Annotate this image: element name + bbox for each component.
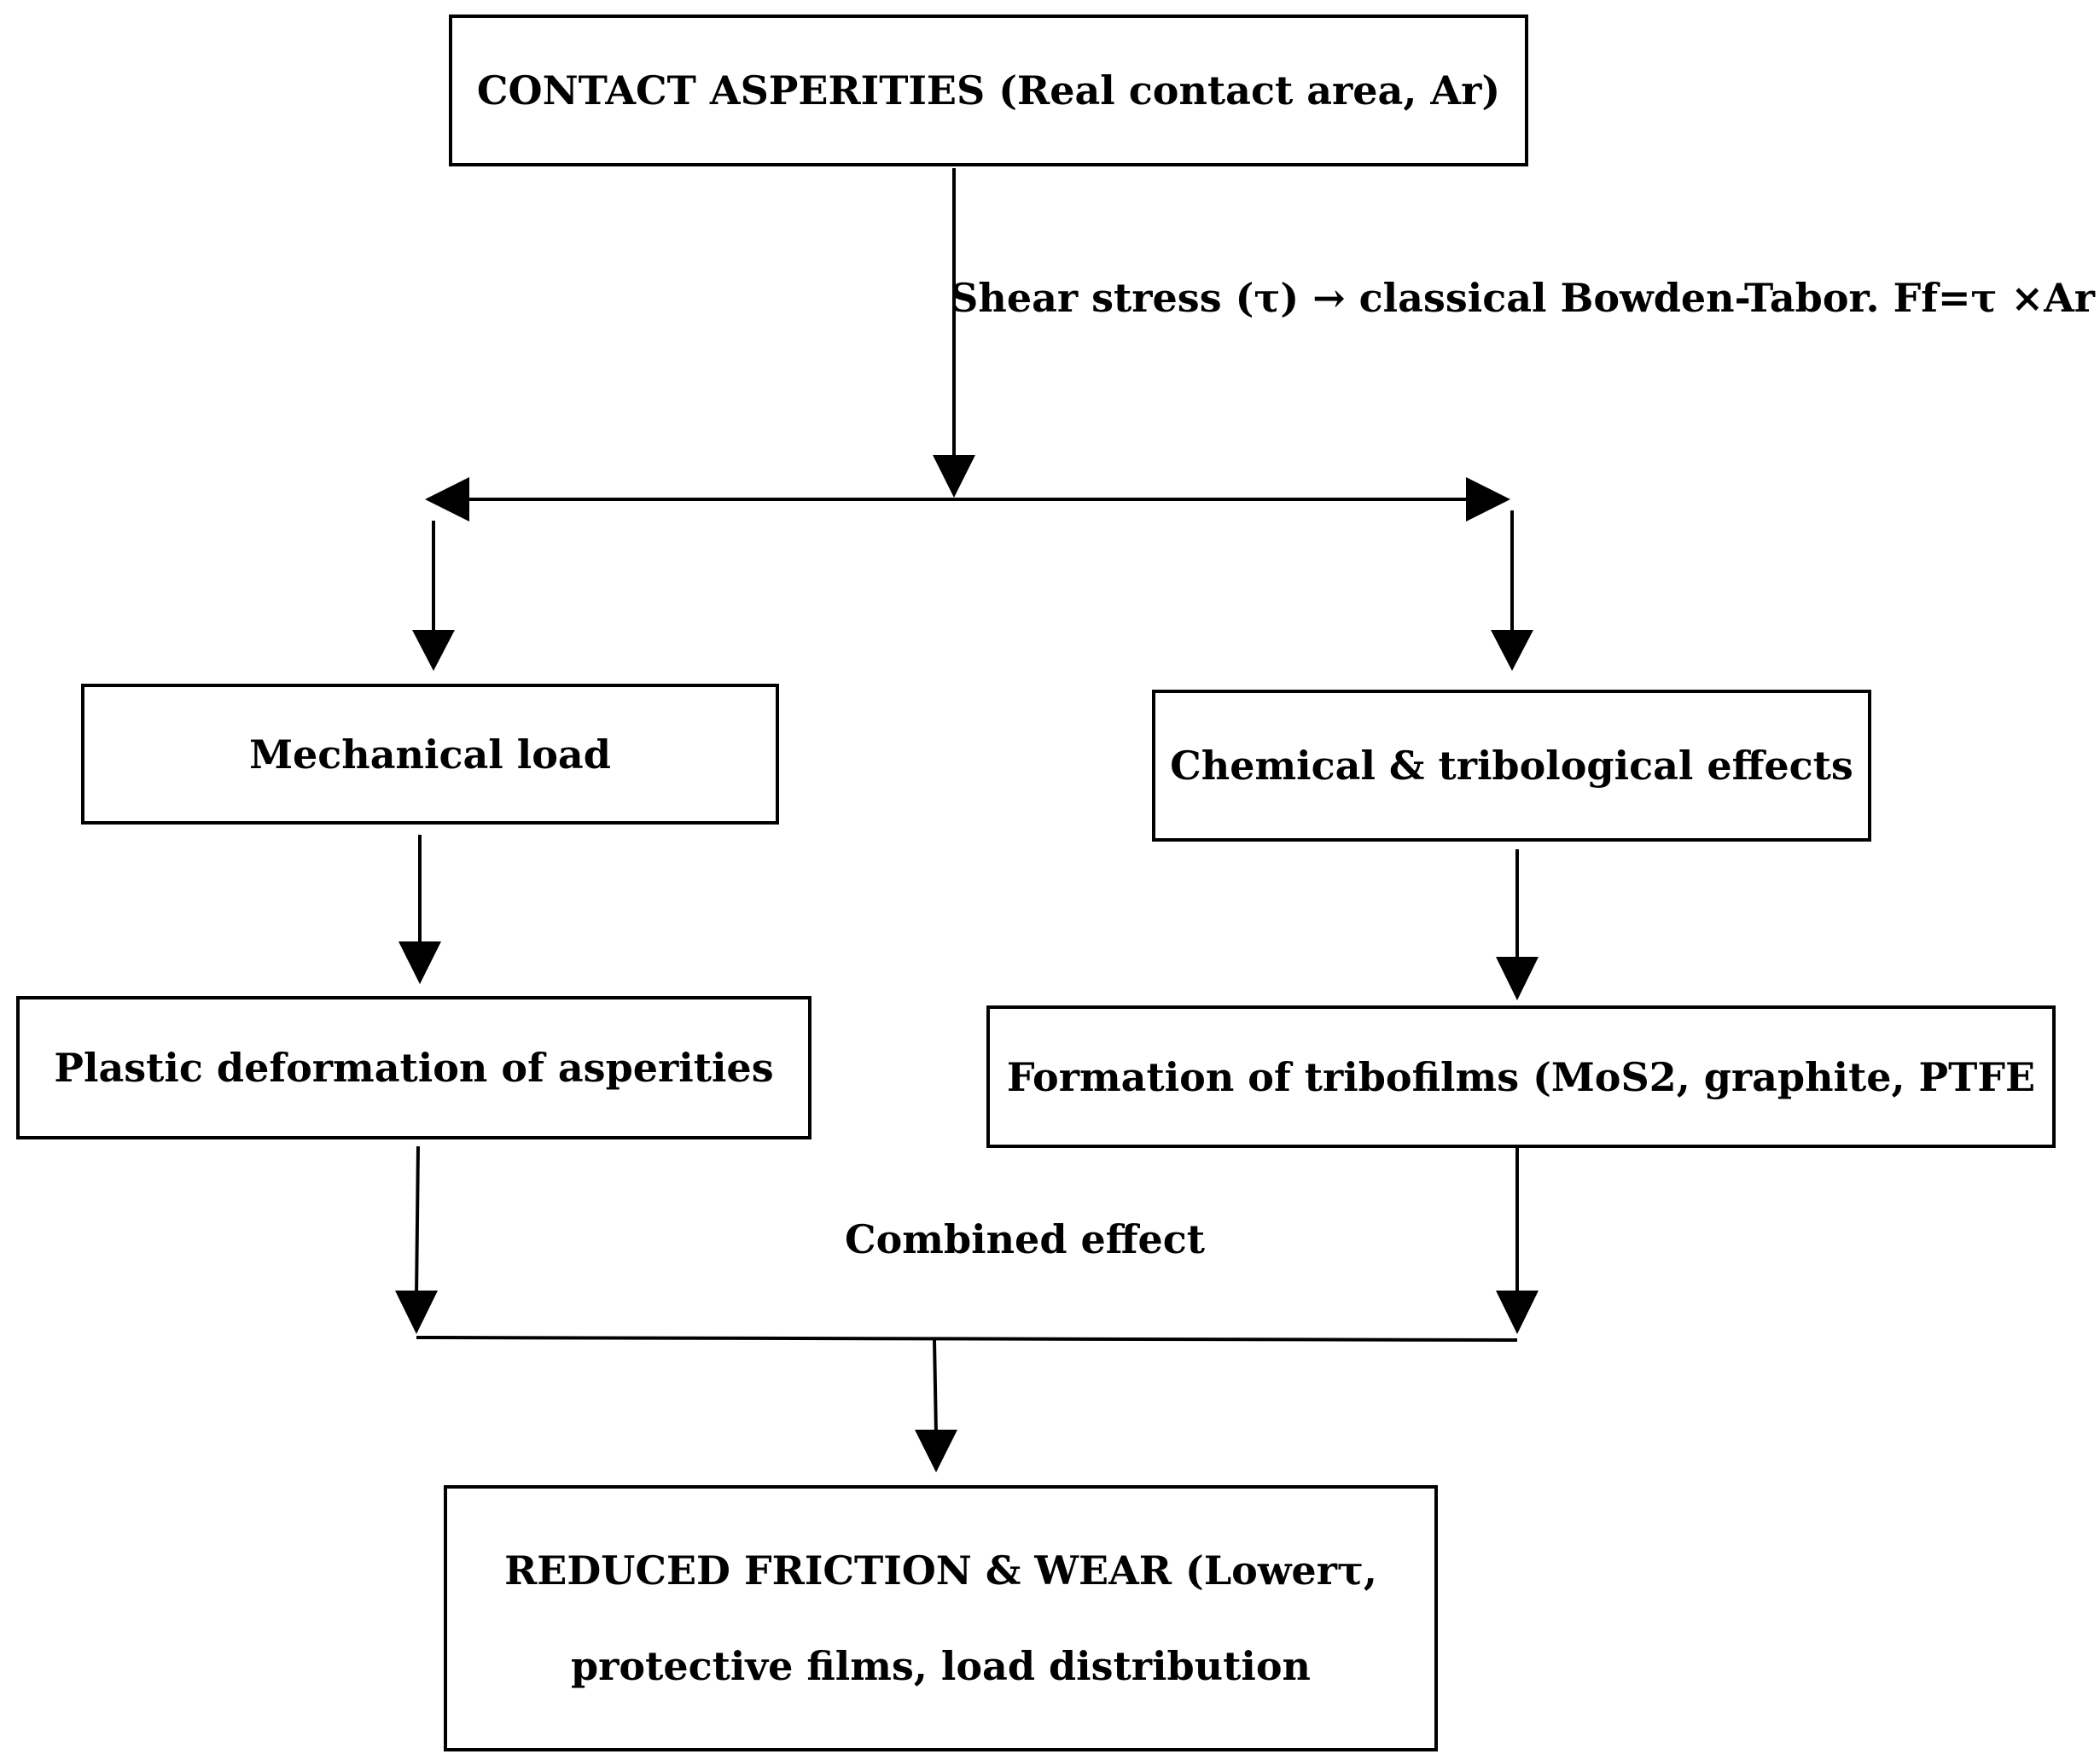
plastic-deformation-text: Plastic deformation of asperities [54,1045,774,1091]
arrowhead-splitter-right [1466,477,1510,522]
plastic-deformation-box: Plastic deformation of asperities [16,996,811,1139]
connector-result-down [933,1338,938,1435]
combined-effect-label: Combined effect [845,1216,1206,1262]
shear-stress-label: Shear stress (τ) → classical Bowden-Tabo… [950,275,2095,321]
connector-merge [416,1336,1518,1342]
arrowhead-left-mid [398,941,441,984]
mechanical-load-text: Mechanical load [249,731,611,778]
arrowhead-splitter-left [425,477,469,522]
chemical-tribological-text: Chemical & tribological effects [1170,743,1853,789]
contact-asperities-box: CONTACT ASPERITIES (Real contact area, A… [449,15,1528,166]
arrowhead-right-mid [1496,957,1539,1000]
tribofilms-box: Formation of tribofilms (MoS2, graphite,… [986,1005,2056,1148]
arrowhead-right-lower [1496,1291,1539,1334]
mechanical-load-box: Mechanical load [81,684,779,825]
arrowhead-result [915,1430,957,1472]
arrowhead-left-lower [395,1291,438,1334]
reduced-friction-box: REDUCED FRICTION & WEAR (Lowerτ, protect… [444,1485,1438,1751]
arrowhead-right-branch [1491,630,1533,671]
arrowhead-top-down [933,455,975,498]
arrowhead-left-branch [412,630,455,671]
chemical-tribological-box: Chemical & tribological effects [1152,690,1871,842]
connector-left-lower [415,1145,420,1298]
contact-asperities-text: CONTACT ASPERITIES (Real contact area, A… [476,67,1501,114]
tribofilms-text: Formation of tribofilms (MoS2, graphite,… [1006,1053,2036,1100]
reduced-friction-line-2: protective films, load distribution [571,1643,1311,1689]
reduced-friction-line-1: REDUCED FRICTION & WEAR (Lowerτ, [504,1547,1377,1594]
